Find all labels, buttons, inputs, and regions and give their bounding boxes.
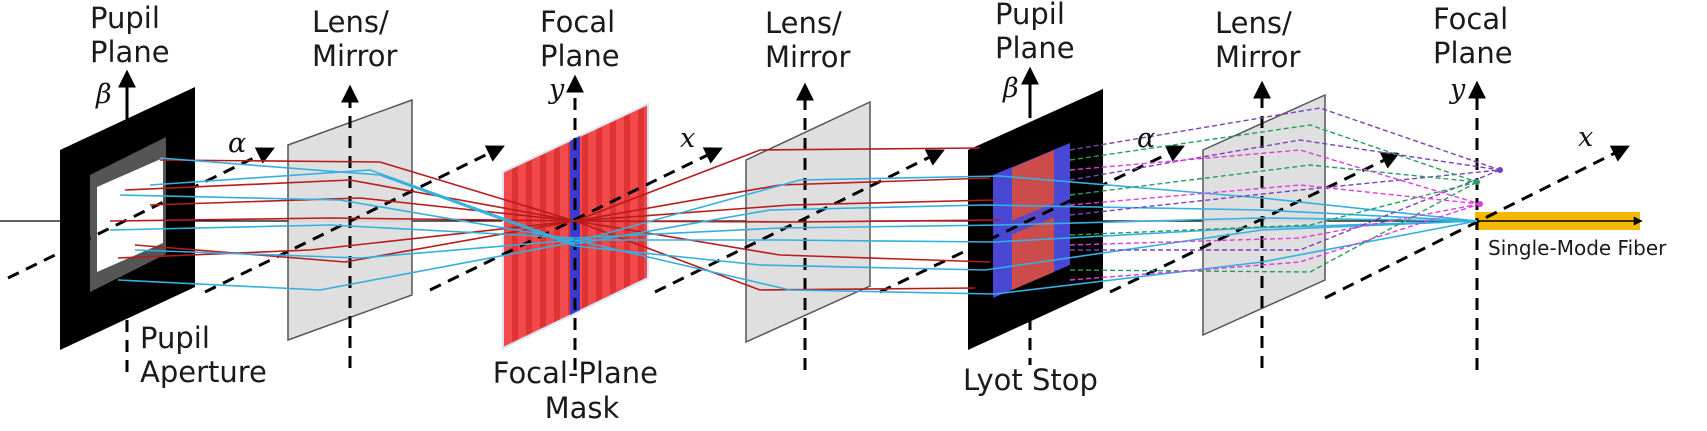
focal-plane-mask-label: Focal-Plane Mask [493, 356, 667, 425]
single-mode-fiber-label: Single-Mode Fiber [1488, 236, 1667, 260]
y-label-1: y [548, 74, 565, 105]
focal-plane-2-x-axis [1324, 145, 1630, 300]
beta-label-1: β [95, 79, 112, 110]
lens-mirror-3-label: Lens/ Mirror [1215, 6, 1301, 74]
pupil-aperture-label: Pupil Aperture [140, 321, 267, 389]
alpha-label-2: α [1137, 123, 1155, 154]
lens-mirror-3-element [1202, 93, 1326, 337]
lens-mirror-1-label: Lens/ Mirror [312, 5, 398, 73]
pupil-plane-2-label: Pupil Plane [995, 0, 1075, 65]
purple-rays [1069, 107, 1501, 251]
y-label-2: y [1449, 74, 1466, 105]
lens-2-diag-axis [654, 149, 945, 294]
x-label-2: x [1578, 122, 1593, 153]
x-label-1: x [680, 123, 695, 154]
green-rays [1069, 124, 1478, 273]
pupil-plane-1-diag-axis [7, 147, 275, 280]
lens-1-diag-axis [204, 145, 505, 294]
beta-label-2: β [1002, 73, 1019, 104]
pupil-aperture-element [60, 87, 195, 350]
magenta-rays [1069, 149, 1481, 281]
focal-plane-2-label: Focal Plane [1433, 2, 1517, 70]
red-rays [109, 147, 1001, 291]
focus-spot-purple [1497, 167, 1503, 173]
lyot-diag-axis [879, 145, 1185, 294]
focus-spot-green [1474, 179, 1480, 185]
pupil-plane-1-label: Pupil Plane [90, 1, 170, 69]
alpha-label-1: α [228, 128, 246, 159]
lens-mirror-2-label: Lens/ Mirror [765, 6, 851, 74]
lyot-stop-label: Lyot Stop [963, 363, 1098, 397]
focus-spot-magenta [1477, 201, 1483, 207]
lens-3-diag-axis [1109, 152, 1400, 294]
focal-plane-1-label: Focal Plane [540, 5, 624, 73]
